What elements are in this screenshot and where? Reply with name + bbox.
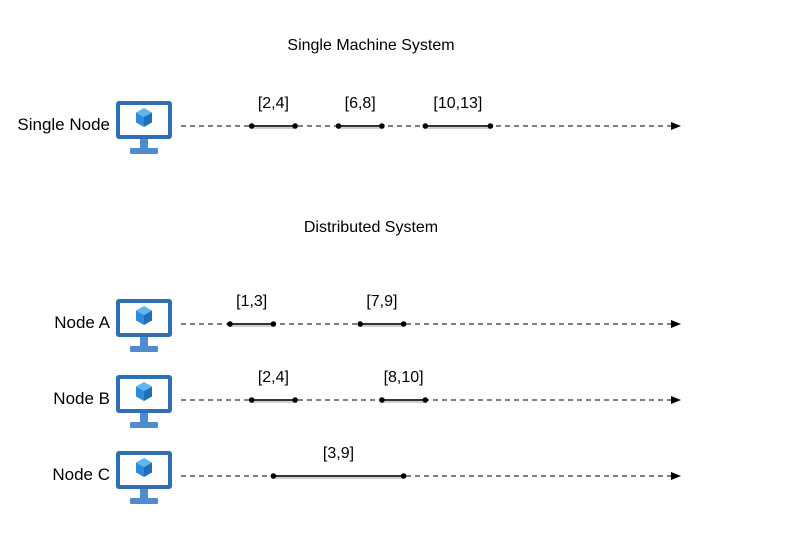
- interval-end-point: [422, 397, 429, 403]
- interval-label: [8,10]: [383, 369, 424, 386]
- interval-start-point: [357, 321, 364, 327]
- node-label: Node B: [53, 389, 110, 408]
- interval-highlight: [381, 399, 426, 403]
- interval-start-point: [248, 397, 255, 403]
- interval-highlight: [273, 475, 404, 479]
- interval-highlight: [425, 125, 491, 129]
- interval-label: [10,13]: [433, 95, 483, 112]
- interval-end-point: [292, 123, 298, 129]
- section-title: Single Machine System: [287, 37, 455, 54]
- interval-end-point: [487, 123, 494, 129]
- interval-label: [6,8]: [344, 95, 376, 112]
- interval-highlight: [230, 323, 274, 327]
- monitor-cube-icon: [115, 374, 173, 430]
- interval-end-point: [379, 123, 385, 129]
- interval-label: [1,3]: [236, 293, 268, 310]
- interval-start-point: [248, 123, 255, 129]
- node-label: Single Node: [17, 115, 110, 134]
- interval-highlight: [251, 399, 296, 403]
- interval-start-point: [335, 123, 342, 129]
- interval-start-point: [227, 321, 233, 327]
- monitor-cube-icon: [115, 450, 173, 506]
- interval-label: [2,4]: [257, 369, 289, 386]
- interval-start-point: [270, 473, 277, 479]
- section-title: Distributed System: [303, 219, 439, 236]
- interval-label: [7,9]: [366, 293, 398, 310]
- monitor-cube-icon: [115, 100, 173, 156]
- interval-end-point: [292, 397, 298, 403]
- interval-highlight: [360, 323, 404, 327]
- interval-label: [3,9]: [322, 445, 355, 462]
- interval-end-point: [400, 321, 407, 327]
- interval-highlight: [251, 125, 296, 129]
- interval-highlight: [338, 125, 382, 129]
- node-label: Node C: [52, 465, 110, 484]
- interval-end-point: [270, 321, 277, 327]
- interval-label: [2,4]: [257, 95, 289, 112]
- monitor-cube-icon: [115, 298, 173, 354]
- interval-start-point: [379, 397, 385, 403]
- node-label: Node A: [54, 313, 110, 332]
- interval-end-point: [400, 473, 407, 479]
- interval-start-point: [422, 123, 429, 129]
